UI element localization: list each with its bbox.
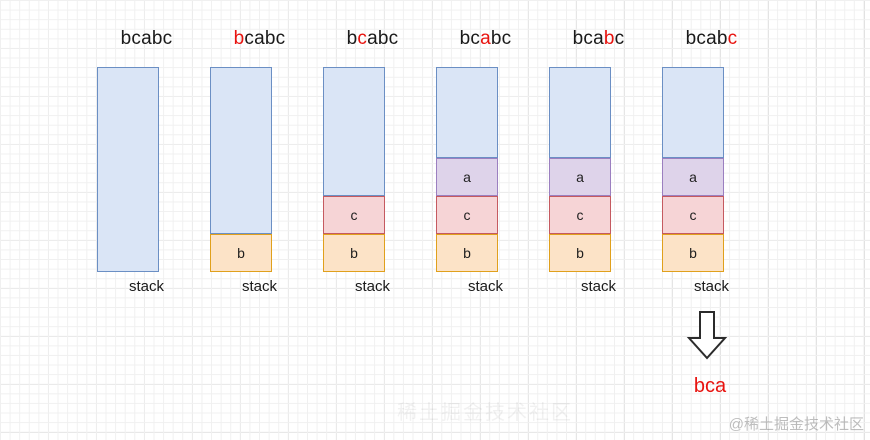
watermark-center: 稀土掘金技术社区 [397, 402, 573, 424]
highlighted-char: c [727, 28, 738, 49]
word-char: b [377, 28, 389, 49]
word-char: a [141, 28, 152, 49]
input-word-label-5: bcabc [542, 28, 655, 50]
result-label: bca [693, 375, 727, 397]
stack-cell-a: a [436, 158, 498, 196]
word-char: b [572, 28, 584, 49]
word-char: b [346, 28, 358, 49]
word-char: c [275, 28, 286, 49]
stack-cell-b: b [210, 234, 272, 272]
stack-empty-area-2 [210, 67, 272, 234]
stack-empty-area-1 [97, 67, 159, 272]
word-char: c [696, 28, 707, 49]
word-char: b [151, 28, 163, 49]
highlighted-char: c [357, 28, 368, 49]
highlighted-char: b [603, 28, 615, 49]
word-char: c [614, 28, 625, 49]
word-char: c [583, 28, 594, 49]
word-char: b [716, 28, 728, 49]
input-word-label-1: bcabc [90, 28, 203, 50]
stack-cell-a: a [662, 158, 724, 196]
stack-empty-area-4 [436, 67, 498, 158]
stack-caption-3: stack [354, 278, 390, 295]
word-char: c [244, 28, 255, 49]
input-word-label-3: bcabc [316, 28, 429, 50]
stack-empty-area-3 [323, 67, 385, 196]
stack-empty-area-6 [662, 67, 724, 158]
word-char: b [264, 28, 276, 49]
word-char: c [162, 28, 173, 49]
stack-empty-area-5 [549, 67, 611, 158]
stack-caption-6: stack [693, 278, 729, 295]
word-char: c [388, 28, 399, 49]
stack-cell-c: c [323, 196, 385, 234]
word-char: c [501, 28, 512, 49]
word-char: c [470, 28, 481, 49]
highlighted-char: b [233, 28, 245, 49]
stack-cell-b: b [436, 234, 498, 272]
input-word-label-4: bcabc [429, 28, 542, 50]
stack-caption-5: stack [580, 278, 616, 295]
word-char: a [254, 28, 265, 49]
word-char: a [593, 28, 604, 49]
input-word-label-6: bcabc [655, 28, 768, 50]
input-word-label-2: bcabc [203, 28, 316, 50]
stack-caption-1: stack [128, 278, 164, 295]
word-char: a [706, 28, 717, 49]
word-char: b [120, 28, 132, 49]
stack-cell-c: c [662, 196, 724, 234]
word-char: b [685, 28, 697, 49]
stack-cell-c: c [436, 196, 498, 234]
stack-cell-b: b [549, 234, 611, 272]
word-char: c [131, 28, 142, 49]
highlighted-char: a [480, 28, 491, 49]
watermark-corner: @稀土掘金技术社区 [728, 416, 864, 433]
down-arrow-icon [685, 310, 729, 360]
stack-cell-a: a [549, 158, 611, 196]
stack-cell-b: b [323, 234, 385, 272]
stack-caption-2: stack [241, 278, 277, 295]
stack-cell-c: c [549, 196, 611, 234]
stack-caption-4: stack [467, 278, 503, 295]
stack-cell-b: b [662, 234, 724, 272]
word-char: b [459, 28, 471, 49]
word-char: a [367, 28, 378, 49]
word-char: b [490, 28, 502, 49]
